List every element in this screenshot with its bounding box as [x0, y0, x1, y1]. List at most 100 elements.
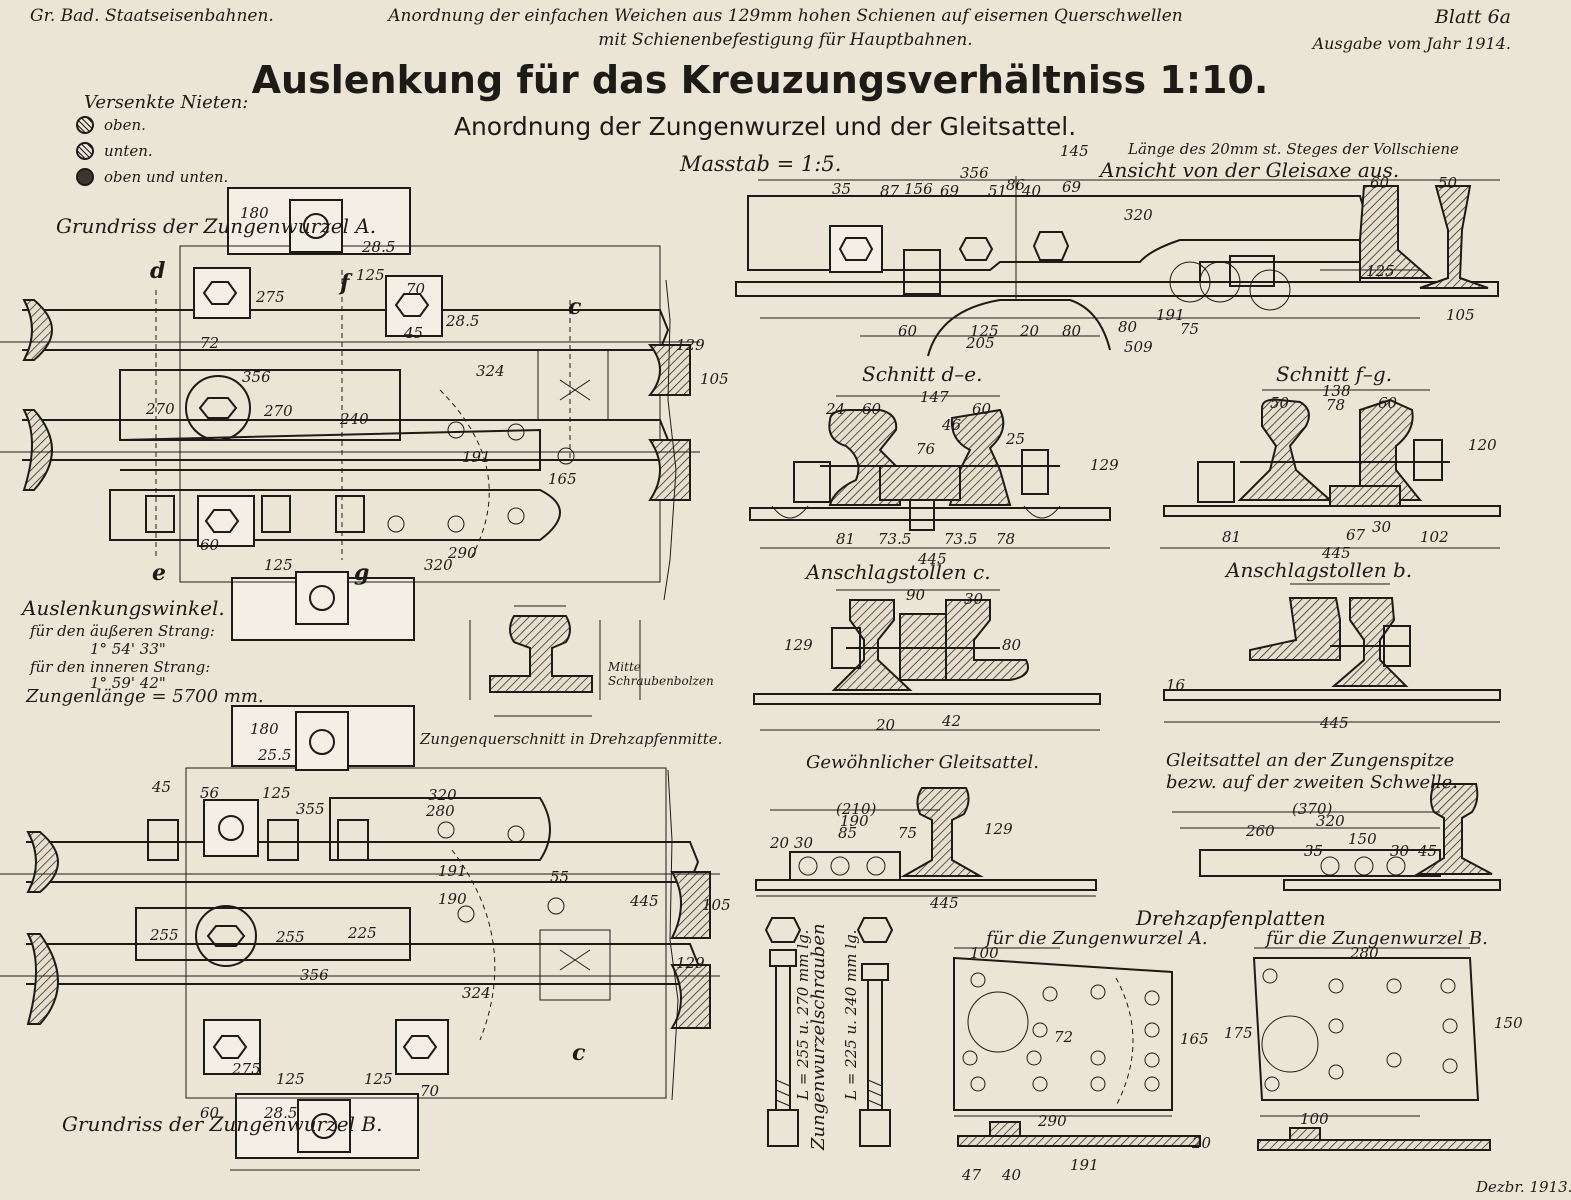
dim: 50: [1438, 174, 1458, 192]
legend-item: oben.: [76, 116, 146, 134]
dim: 290: [448, 544, 477, 562]
page-title: Auslenkung für das Kreuzungsverhältniss …: [251, 58, 1269, 102]
dim: 180: [240, 204, 269, 222]
dim: 28.5: [264, 1104, 298, 1122]
rivet-bottom-icon: [76, 142, 94, 160]
dim: 20: [1020, 322, 1040, 340]
dim: 270: [264, 402, 293, 420]
dim: 150: [1494, 1014, 1523, 1032]
dim: 191: [1070, 1156, 1099, 1174]
dim: 445: [918, 550, 947, 568]
dim: 355: [296, 800, 325, 818]
dim: 73.5: [944, 530, 978, 548]
dim: 35: [832, 180, 852, 198]
plan-a-drawing: [0, 187, 700, 641]
dim: 445: [1322, 544, 1351, 562]
dim: 56: [200, 784, 220, 802]
dim: 125: [264, 556, 293, 574]
dim: 147: [920, 388, 949, 406]
dim: 80: [1118, 318, 1138, 336]
dim: 76: [916, 440, 936, 458]
dim: 20: [876, 716, 896, 734]
dim: 16: [1166, 676, 1186, 694]
stop-b-label: Anschlagstollen b.: [1226, 558, 1413, 582]
dim: 320: [428, 786, 457, 804]
dim: 191: [462, 448, 491, 466]
dim: 30: [794, 834, 814, 852]
rail-end-a2: [22, 409, 53, 491]
dim: 191: [1156, 306, 1185, 324]
outer-strand-value: 1° 54' 33": [90, 640, 166, 658]
dim: 255: [276, 928, 305, 946]
dim: 445: [1320, 714, 1349, 732]
dim: 78: [1326, 396, 1346, 414]
dim: 35: [1304, 842, 1324, 860]
dim: 69: [1062, 178, 1082, 196]
dim: 145: [1060, 142, 1089, 160]
dim: 129: [1090, 456, 1119, 474]
dim: 150: [1348, 830, 1377, 848]
plan-b-drawing: [0, 705, 720, 1171]
dim: 324: [462, 984, 491, 1002]
tongue-section-label: Zungenquerschnitt in Drehzapfenmitte.: [420, 730, 723, 748]
dim: 320: [1316, 812, 1345, 830]
pivot-b-label: für die Zungenwurzel B.: [1266, 928, 1488, 949]
dim: 180: [250, 720, 279, 738]
dim: 60: [898, 322, 918, 340]
section-de-label: Schnitt d–e.: [862, 362, 983, 386]
dim: 280: [426, 802, 455, 820]
pivot-plate-b-drawing: [1252, 947, 1491, 1151]
dim: 100: [1300, 1110, 1329, 1128]
stop-c-drawing: [753, 589, 1101, 731]
dim: 120: [1468, 436, 1497, 454]
bolts-drawing: [764, 917, 894, 1147]
dim: 72: [200, 334, 220, 352]
dim: 30: [1390, 842, 1410, 860]
dim: 86: [1006, 176, 1026, 194]
bolt-1-length: L = 255 u. 270 mm lg.: [794, 929, 812, 1100]
dim: 45: [1418, 842, 1438, 860]
section-letter-g: g: [354, 560, 370, 586]
dim: 125: [970, 322, 999, 340]
dim: 191: [438, 862, 467, 880]
dim: 50: [1270, 394, 1290, 412]
dim: 60: [972, 400, 992, 418]
tongue-section-drawing: [469, 605, 641, 717]
section-de-drawing: [749, 395, 1111, 549]
dim: 67: [1346, 526, 1366, 544]
dim: 20: [770, 834, 790, 852]
tongue-section-note: Mitte Schraubenbolzen: [608, 660, 714, 688]
dim: 105: [700, 370, 729, 388]
railway-name: Gr. Bad. Staatseisenbahnen.: [30, 6, 274, 26]
dim: 190: [438, 890, 467, 908]
dim: 125: [364, 1070, 393, 1088]
section-letter-f: f: [340, 270, 350, 296]
slide-tip-label-1: Gleitsattel an der Zungenspitze: [1166, 750, 1455, 771]
section-fg-drawing: [1160, 389, 1501, 549]
sheet-number: Blatt 6a: [1434, 6, 1511, 28]
stop-c-label: Anschlagstollen c.: [806, 560, 991, 584]
dim: 320: [1124, 206, 1153, 224]
dim: 356: [242, 368, 271, 386]
dim: 260: [1246, 822, 1275, 840]
dim: 445: [930, 894, 959, 912]
inner-strand-label: für den inneren Strang:: [30, 658, 211, 676]
dim: 125: [276, 1070, 305, 1088]
rail-end-a1: [22, 299, 53, 361]
dim: 225: [348, 924, 377, 942]
rail-head-a2: [648, 439, 691, 501]
dim: 102: [1420, 528, 1449, 546]
legend-item: oben und unten.: [76, 168, 228, 186]
dim: 25.5: [258, 746, 292, 764]
dim: 78: [996, 530, 1016, 548]
dim: 156: [904, 180, 933, 198]
dim: 45: [404, 324, 424, 342]
dim: 60: [1370, 174, 1390, 192]
dim: 105: [1446, 306, 1475, 324]
dim: 70: [420, 1082, 440, 1100]
dim: 20: [1192, 1134, 1212, 1152]
dim: (210): [836, 800, 877, 818]
dim: 165: [548, 470, 577, 488]
scale-label: Masstab = 1:5.: [680, 152, 842, 176]
